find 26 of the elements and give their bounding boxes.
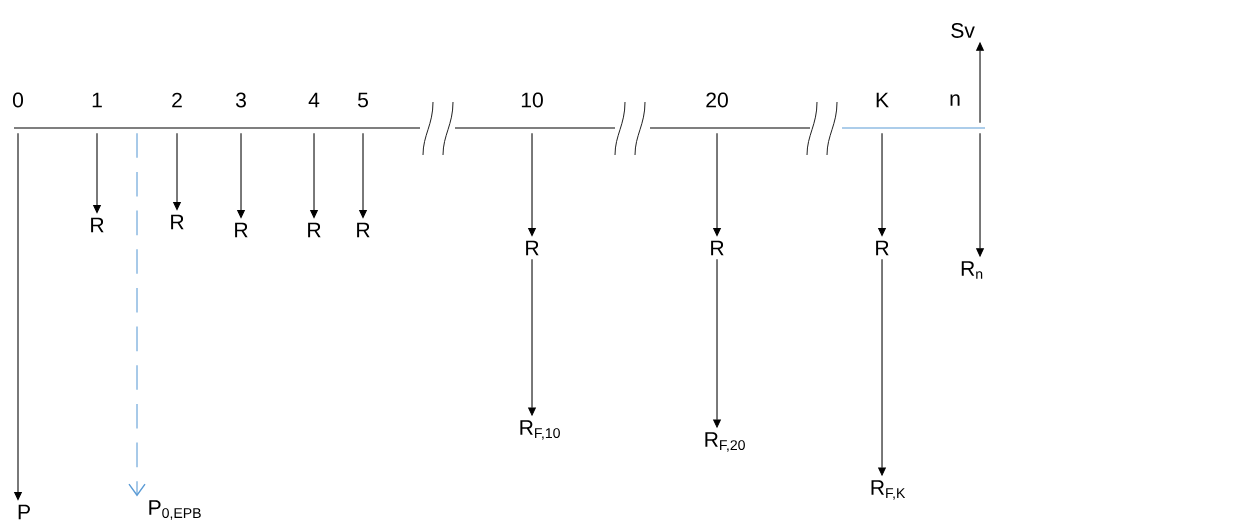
flow-label: R	[171, 214, 184, 230]
period-number: 3	[235, 92, 246, 108]
flow-label: R$_{F,20}$	[705, 432, 745, 452]
flow-label: P$_{0,EPB}$	[149, 500, 201, 520]
flow-label: Sv	[951, 22, 975, 38]
flow-label: R	[711, 240, 724, 256]
flow-label: R	[308, 222, 321, 238]
flow-label: R	[235, 222, 248, 238]
flow-label: R	[357, 222, 370, 238]
period-number: 1	[92, 92, 102, 108]
flow-label: R$_{n}$	[961, 261, 983, 279]
period-number: n	[950, 94, 960, 106]
period-number: 10	[521, 92, 543, 108]
flow-label: R	[526, 240, 539, 256]
flow-label: P	[18, 504, 30, 520]
period-number: 0	[12, 92, 24, 108]
flow-label: R$_{F,K}$	[871, 480, 906, 500]
flow-label: R	[876, 240, 889, 256]
flow-label: R$_{F,10}$	[520, 420, 560, 440]
period-number: K	[876, 92, 889, 108]
period-number: 2	[172, 92, 182, 108]
arrow	[128, 132, 146, 497]
period-number: 4	[308, 92, 320, 108]
period-number: 5	[358, 92, 368, 108]
flow-label: R	[91, 217, 104, 233]
period-number: 20	[706, 92, 728, 108]
